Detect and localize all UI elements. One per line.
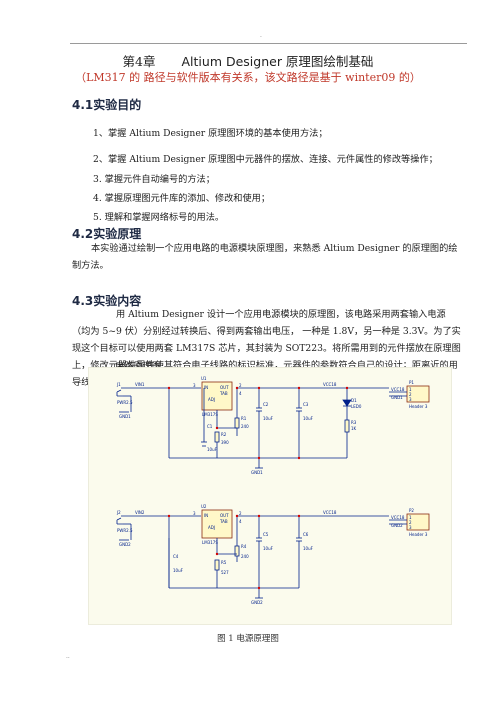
sch-d1-val: LED0 [351,404,362,409]
sch-c2: C2 [263,402,269,407]
sch-gnd2-in: GND2 [119,542,131,547]
objective-item-2: 2、掌握 Altium Designer 原理图中元器件的摆放、连接、元件属性的… [93,154,438,165]
sch-c6-val: 10uF [303,546,314,551]
schematic-label: 电路原理图: [115,358,164,372]
sch-c3-val: 10uF [303,416,314,421]
sch-gnd1-mid: GND1 [251,470,263,475]
sch-j1-port: PWR2.5 [117,400,133,405]
sch-r4: R4 [241,544,247,549]
sch-u2: U2 [201,504,207,509]
sch-c3: C3 [303,402,309,407]
sch-r3: R3 [351,420,357,425]
sch-p2-pin2: 2 [409,520,412,525]
sch-c1: C1 [207,424,213,429]
objective-item-3: 3. 掌握元件自动编号的方法； [93,174,215,185]
sch-u2-in: IN [204,513,208,518]
section-heading-4-3: 4.3实验内容 [72,294,142,308]
sch-c4: C4 [173,554,179,559]
sch-c5-val: 10uF [263,546,274,551]
sch-r5: R5 [221,560,227,565]
objective-item-5: 5. 理解和掌握网络标号的用法。 [93,212,225,223]
sch-p2-pin3: 3 [409,525,412,530]
sch-p1-pin3: 3 [409,397,412,402]
sch-c6: C6 [303,532,309,537]
sch-p2-gnd: GND2 [391,523,403,528]
sch-p1: P1 [409,380,414,385]
sch-r2: R2 [221,432,227,437]
sch-r1: R1 [241,416,247,421]
sch-r4-val: 240 [241,554,249,559]
objective-item-1: 1、掌握 Altium Designer 原理图环境的基本使用方法； [93,128,328,139]
sch-u1-tab: TAB [219,391,228,396]
sch-j2-port: PWR2.5 [117,528,133,533]
sch-r1-val: 240 [241,424,249,429]
sch-u1-p2: 2 [239,383,242,388]
sch-p2: P2 [409,508,414,513]
header-dot: · [260,34,262,41]
sch-u2-part: LM317S [202,540,218,545]
sch-p1-pin2: 2 [409,392,412,397]
sch-d1: D1 [351,398,357,403]
sch-c5: C5 [263,532,269,537]
sch-vin2: VIN2 [135,510,145,515]
sch-u1-adj: ADJ [208,397,215,402]
chapter-heading: 第4章 Altium Designer 原理图绘制基础 [0,51,496,70]
header-rule [70,43,467,44]
sch-u2-p3: 3 [193,511,196,516]
sch-vcc18-bottom: VCC18 [323,510,337,515]
footer-dot: ·· [66,655,70,662]
sch-u1-out: OUT [220,385,229,390]
sch-u1-p4: 4 [239,391,242,396]
sch-u1: U1 [201,376,207,381]
sch-u2-tab: TAB [219,519,228,524]
schematic-figure: J1 VIN1 PWR2.5 GND1 U1 3 IN OUT TAB ADJ … [88,367,452,625]
sch-r3-val: 1K [351,426,357,431]
sch-p2-vcc: VCC18 [391,515,405,520]
figure-caption: 图 1 电源原理图 [217,634,279,644]
sch-p1-vcc: VCC18 [391,387,405,392]
sch-p2-pin1: 1 [409,515,412,520]
objective-item-4: 4. 掌握原理图元件库的添加、修改和使用； [93,193,271,204]
sch-u1-p3: 3 [193,383,196,388]
sch-j1: J1 [116,382,121,387]
sch-p1-part: Header 3 [409,404,428,409]
sch-j2: J2 [116,510,121,515]
sch-u1-part: LM317S [202,412,218,417]
sch-p1-pin1: 1 [409,387,412,392]
chapter-number: 第4章 [122,54,156,69]
section-heading-4-1: 4.1实验目的 [72,98,142,112]
sch-p2-part: Header 3 [409,532,428,537]
sch-r2-val: 390 [221,440,229,445]
section-heading-4-2: 4.2实验原理 [72,227,142,241]
sch-u2-p4: 4 [239,519,242,524]
sch-gnd1-in: GND1 [119,414,131,419]
sch-gnd2-mid: GND2 [251,600,263,605]
schematic-drawing: J1 VIN1 PWR2.5 GND1 U1 3 IN OUT TAB ADJ … [116,376,430,605]
sch-vin1: VIN1 [135,382,145,387]
sch-c2-val: 10uF [263,416,274,421]
chapter-title: Altium Designer 原理图绘制基础 [181,54,374,69]
chapter-subtitle: （LM317 的 路径与软件版本有关系，该文路径是基于 winter09 的） [75,71,421,84]
sch-vcc18-top: VCC18 [323,382,337,387]
sch-u2-adj: ADJ [208,525,215,530]
sch-c4-val: 10uF [173,568,184,573]
sch-p1-gnd: GND1 [391,395,403,400]
sch-u1-in: IN [204,385,208,390]
sch-u2-out: OUT [220,513,229,518]
sch-c1-val: 10uF [207,447,218,452]
sch-u2-p2: 2 [239,511,242,516]
principle-paragraph: 本实验通过绘制一个应用电路的电源模块原理图，来熟悉 Altium Designe… [72,243,458,271]
sch-r5-val: 527 [221,570,229,575]
